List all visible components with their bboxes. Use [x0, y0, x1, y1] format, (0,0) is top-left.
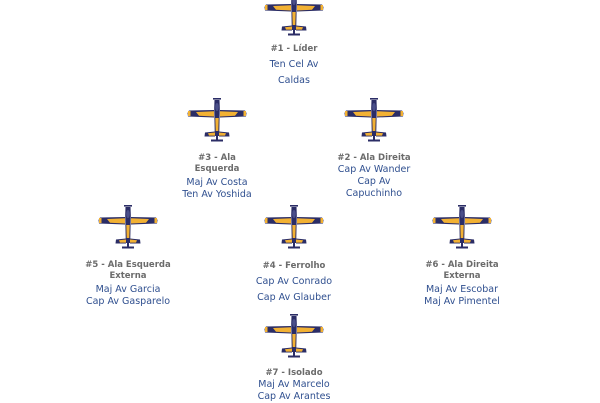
crew-member: Cap Av Glauber [257, 292, 331, 303]
aircraft-icon [432, 205, 492, 249]
formation-position-1: #1 - Líder Ten Cel Av Caldas [209, 44, 379, 87]
crew-member: Cap Av Wander [337, 164, 411, 175]
aircraft-icon [344, 98, 404, 142]
position-label-line-2: Externa [109, 271, 147, 281]
aircraft-icon [264, 0, 324, 36]
aircraft-icon [187, 98, 247, 142]
crew-member: Cap Av Arantes [257, 391, 331, 402]
position-label: #4 - Ferrolho [262, 261, 326, 271]
crew-member: Ten Av Yoshida [182, 189, 252, 200]
crew-member: Cap Av [357, 176, 391, 187]
formation-position-5: #5 - Ala Esquerda Externa Maj Av Garcia … [43, 260, 213, 308]
aircraft-icon [98, 205, 158, 249]
crew-member: Caldas [278, 75, 310, 86]
position-label-line-2: Esquerda [194, 164, 240, 174]
crew-member: Cap Av Conrado [255, 276, 333, 287]
position-label-line-1: #6 - Ala Direita [425, 260, 499, 270]
position-label-line-2: Externa [443, 271, 481, 281]
crew-member: Maj Av Garcia [95, 284, 161, 295]
position-label: #2 - Ala Direita [337, 153, 411, 163]
formation-position-7: #7 - Isolado Maj Av Marcelo Cap Av Arant… [209, 368, 379, 403]
position-label: #7 - Isolado [265, 368, 323, 378]
crew-member: Maj Av Pimentel [424, 296, 500, 307]
position-label-line-1: #3 - Ala [198, 153, 236, 163]
crew-member: Maj Av Escobar [425, 284, 498, 295]
formation-position-2: #2 - Ala Direita Cap Av Wander Cap Av Ca… [289, 153, 459, 200]
formation-position-3: #3 - Ala Esquerda Maj Av Costa Ten Av Yo… [132, 153, 302, 201]
aircraft-icon [264, 205, 324, 249]
crew-member: Cap Av Gasparelo [85, 296, 171, 307]
formation-position-6: #6 - Ala Direita Externa Maj Av Escobar … [377, 260, 547, 308]
formation-position-4: #4 - Ferrolho Cap Av Conrado Cap Av Glau… [209, 261, 379, 304]
crew-member: Maj Av Marcelo [258, 379, 330, 390]
aircraft-icon [264, 314, 324, 358]
crew-member: Ten Cel Av [269, 59, 319, 70]
position-label-line-1: #5 - Ala Esquerda [85, 260, 171, 270]
position-label: #1 - Líder [270, 44, 318, 54]
crew-member: Maj Av Costa [186, 177, 248, 188]
crew-member: Capuchinho [345, 188, 403, 199]
